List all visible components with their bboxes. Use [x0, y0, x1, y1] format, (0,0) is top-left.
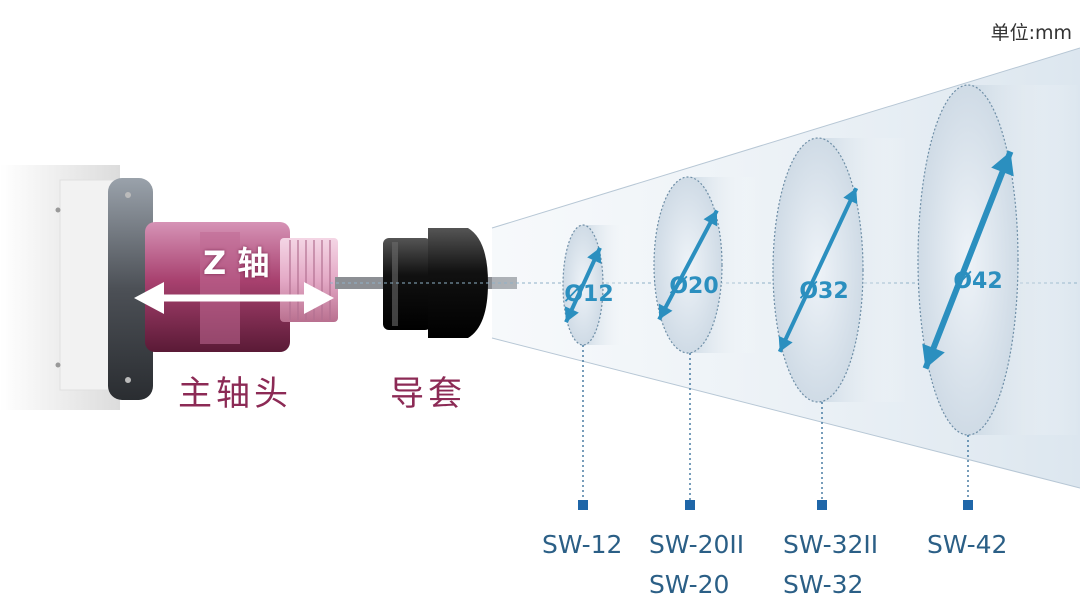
marker-square: [578, 500, 588, 510]
bore-cylinder: Ø32: [772, 137, 908, 510]
bore-size-label: Ø42: [953, 269, 1002, 294]
marker-square: [817, 500, 827, 510]
arrow-head: [703, 210, 718, 227]
model-label: SW-42: [927, 530, 1008, 559]
arrow-head: [991, 151, 1014, 177]
arrow-head: [587, 247, 602, 264]
model-label: SW-12: [542, 530, 623, 559]
z-axis-arrow: [134, 282, 334, 314]
bore-cylinder: Ø42: [917, 84, 1080, 510]
spindle-head-label: 主轴头: [178, 374, 292, 414]
bore-cylinder: Ø12: [562, 224, 633, 510]
marker-square: [963, 500, 973, 510]
bore-size-label: Ø20: [669, 274, 718, 299]
arrow-head: [778, 335, 793, 352]
model-label: SW-20II: [649, 530, 745, 559]
spindle-flange: [108, 178, 153, 400]
bore-size-label: Ø12: [564, 282, 613, 307]
unit-label: 单位:mm: [990, 22, 1072, 44]
marker-square: [685, 500, 695, 510]
model-label: SW-32: [783, 570, 864, 599]
guide-bushing-label: 导套: [390, 374, 466, 414]
diameter-arrow: [657, 209, 719, 321]
diameter-arrow: [777, 187, 859, 353]
diameter-arrow: [922, 150, 1014, 370]
arrow-head: [564, 306, 579, 323]
machine-housing: [0, 165, 120, 410]
z-axis-label: Z 轴: [203, 244, 270, 282]
arrow-head: [843, 188, 858, 205]
arrow-head: [658, 303, 673, 320]
bore-size-label: Ø32: [799, 279, 848, 304]
model-label: SW-32II: [783, 530, 879, 559]
bore-cylinder: Ø20: [653, 176, 758, 510]
arrow-head: [922, 343, 945, 369]
model-label: SW-20: [649, 570, 730, 599]
